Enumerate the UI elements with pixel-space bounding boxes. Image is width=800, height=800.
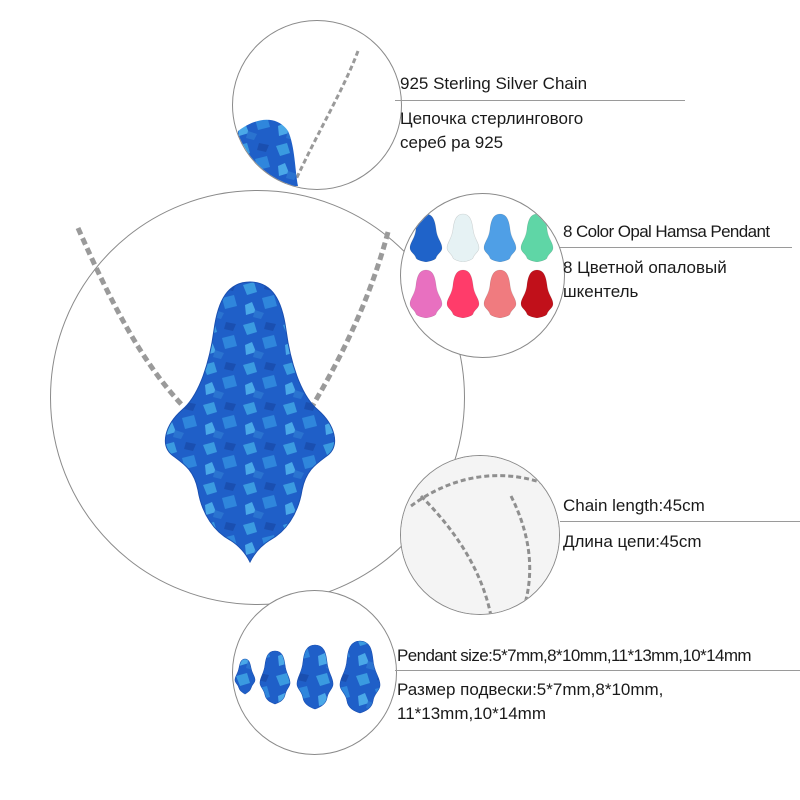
color-swatch-5: [409, 269, 443, 318]
colors-title-ru-line1: 8 Цветной опаловый: [563, 258, 727, 277]
chain-title-ru-line2: сереб ра 925: [400, 133, 504, 152]
chain-title-ru-line1: Цепочка стерлингового: [400, 109, 584, 128]
color-swatch-1: [409, 213, 443, 262]
color-swatch-4: [520, 213, 554, 262]
colors-title-ru-line2: шкентель: [563, 282, 639, 301]
size-title-ru-line2: 11*13mm,10*14mm: [397, 704, 546, 723]
chain-closeup-circle: [232, 20, 402, 190]
size-title-en: Pendant size:5*7mm,8*10mm,11*13mm,10*14m…: [397, 646, 752, 665]
chain-length-circle: [400, 455, 560, 615]
color-swatch-3: [483, 213, 517, 262]
pendant-sizes-circle: [232, 590, 397, 755]
length-divider: [560, 521, 800, 522]
size-title-ru-line1: Размер подвески:5*7mm,8*10mm,: [397, 680, 664, 699]
chain-title-en: 925 Sterling Silver Chain: [400, 74, 588, 93]
color-swatch-6: [446, 269, 480, 318]
main-product-circle: [50, 190, 465, 605]
color-options-circle: [400, 193, 565, 358]
color-swatch-8: [520, 269, 554, 318]
color-swatch-2: [446, 213, 480, 262]
length-title-en: Chain length:45cm: [563, 496, 705, 515]
chain-divider: [395, 100, 685, 101]
colors-title-en: 8 Color Opal Hamsa Pendant: [563, 222, 770, 241]
colors-divider: [560, 247, 792, 248]
size-divider: [395, 670, 800, 671]
length-title-ru: Длина цепи:45cm: [563, 532, 702, 551]
color-swatch-7: [483, 269, 517, 318]
